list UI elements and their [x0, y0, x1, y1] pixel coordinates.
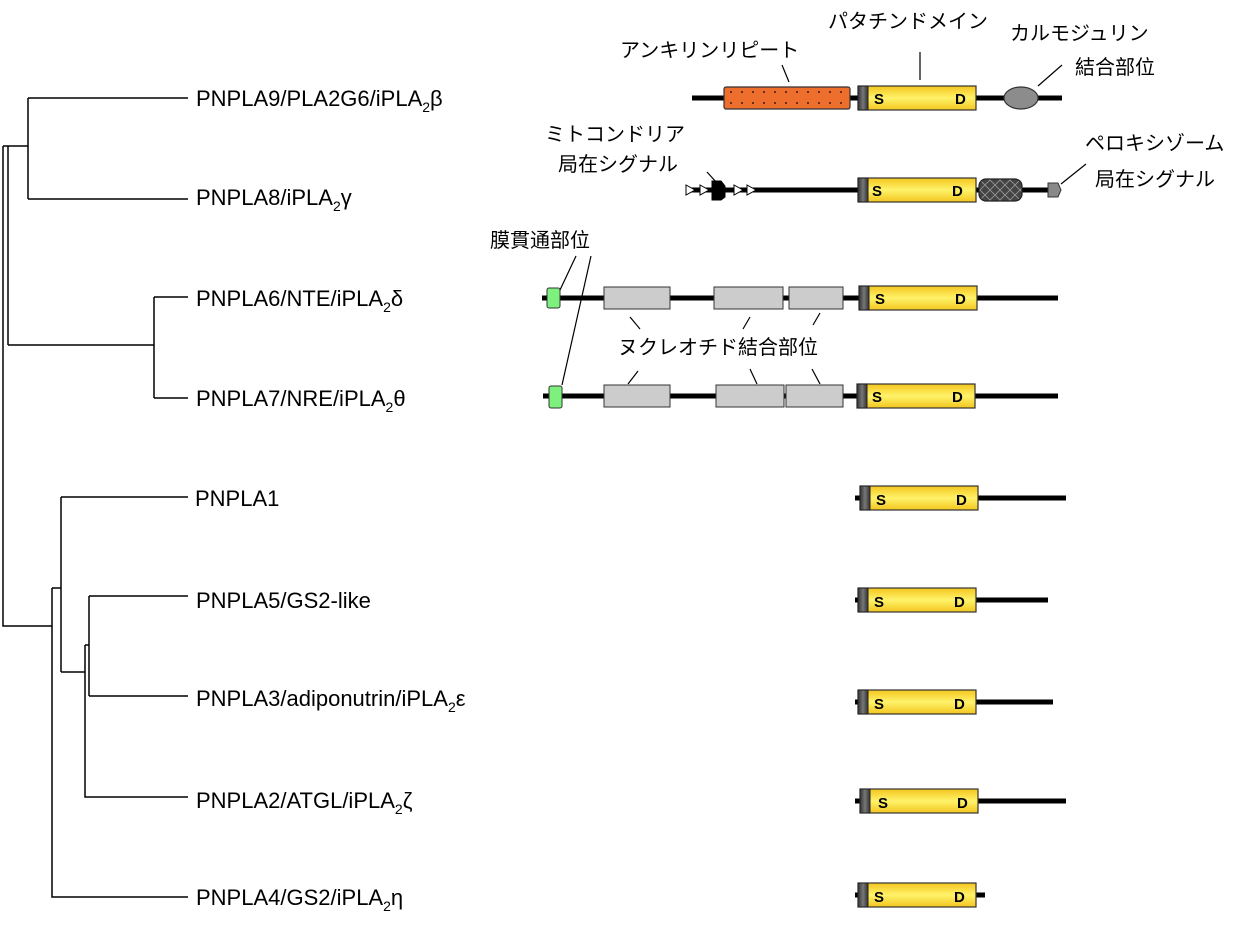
nucleotide-binding-domain	[715, 384, 785, 408]
ankyrin-label: アンキリンリピート	[620, 38, 799, 62]
svg-text:S: S	[876, 492, 886, 509]
mito-label-line1: ミトコンドリア	[545, 122, 685, 146]
nucleotide-binding-domain	[603, 286, 671, 310]
gene-label-pnpla3: PNPLA3/adiponutrin/iPLA2ε	[196, 686, 466, 715]
svg-text:S: S	[874, 594, 884, 611]
nucleotide-label: ヌクレオチド結合部位	[618, 335, 818, 359]
nucleotide-binding-domain	[788, 286, 844, 310]
svg-text:S: S	[874, 91, 884, 108]
svg-text:D: D	[955, 91, 966, 108]
mito-label-line2: 局在シグナル	[558, 152, 678, 176]
svg-text:D: D	[952, 389, 963, 406]
svg-text:D: D	[954, 889, 965, 906]
ankyrin-repeat-domain	[723, 86, 851, 110]
perox-label-line2: 局在シグナル	[1095, 167, 1215, 191]
svg-text:S: S	[878, 795, 888, 812]
svg-text:D: D	[955, 291, 966, 308]
nucleotide-binding-domain	[713, 286, 784, 310]
svg-text:D: D	[957, 795, 968, 812]
calmodulin-label-line2: 結合部位	[1075, 55, 1155, 79]
gene-label-pnpla8: PNPLA8/iPLA2γ	[196, 185, 352, 214]
calmodulin-label-line1: カルモジュリン	[1010, 21, 1149, 45]
gene-labels: PNPLA9/PLA2G6/iPLA2β PNPLA8/iPLA2γ PNPLA…	[195, 86, 466, 914]
svg-text:D: D	[952, 183, 963, 200]
calmodulin-binding-site	[1003, 86, 1039, 110]
transmembrane-label: 膜貫通部位	[490, 228, 590, 252]
gene-label-pnpla7: PNPLA7/NRE/iPLA2θ	[196, 386, 406, 415]
phylogenetic-tree	[2, 97, 188, 898]
svg-text:D: D	[954, 696, 965, 713]
transmembrane-domain	[548, 385, 563, 409]
svg-text:D: D	[956, 492, 967, 509]
svg-text:D: D	[954, 594, 965, 611]
svg-text:S: S	[875, 291, 885, 308]
gene-label-pnpla5: PNPLA5/GS2-like	[196, 588, 371, 613]
gene-label-pnpla1: PNPLA1	[195, 486, 279, 511]
annotations: アンキリンリピート パタチンドメイン カルモジュリン 結合部位 ミトコンドリア …	[490, 9, 1224, 386]
perox-label-line1: ペロキシゾーム	[1085, 131, 1224, 155]
gene-label-pnpla6: PNPLA6/NTE/iPLA2δ	[196, 286, 403, 315]
crosshatch-domain	[978, 178, 1023, 202]
svg-text:S: S	[872, 183, 882, 200]
transmembrane-domain	[546, 287, 561, 309]
gene-label-pnpla2: PNPLA2/ATGL/iPLA2ζ	[196, 788, 413, 817]
svg-text:S: S	[872, 389, 882, 406]
nucleotide-binding-domain	[785, 384, 844, 408]
mitochondrial-signal-icon	[685, 180, 758, 201]
peroxisomal-signal-icon	[1047, 182, 1062, 198]
svg-text:S: S	[874, 889, 884, 906]
patatin-label: パタチンドメイン	[828, 9, 988, 33]
svg-text:S: S	[874, 696, 884, 713]
gene-label-pnpla4: PNPLA4/GS2/iPLA2η	[196, 885, 403, 914]
nucleotide-binding-domain	[603, 384, 671, 408]
gene-label-pnpla9: PNPLA9/PLA2G6/iPLA2β	[196, 86, 443, 115]
